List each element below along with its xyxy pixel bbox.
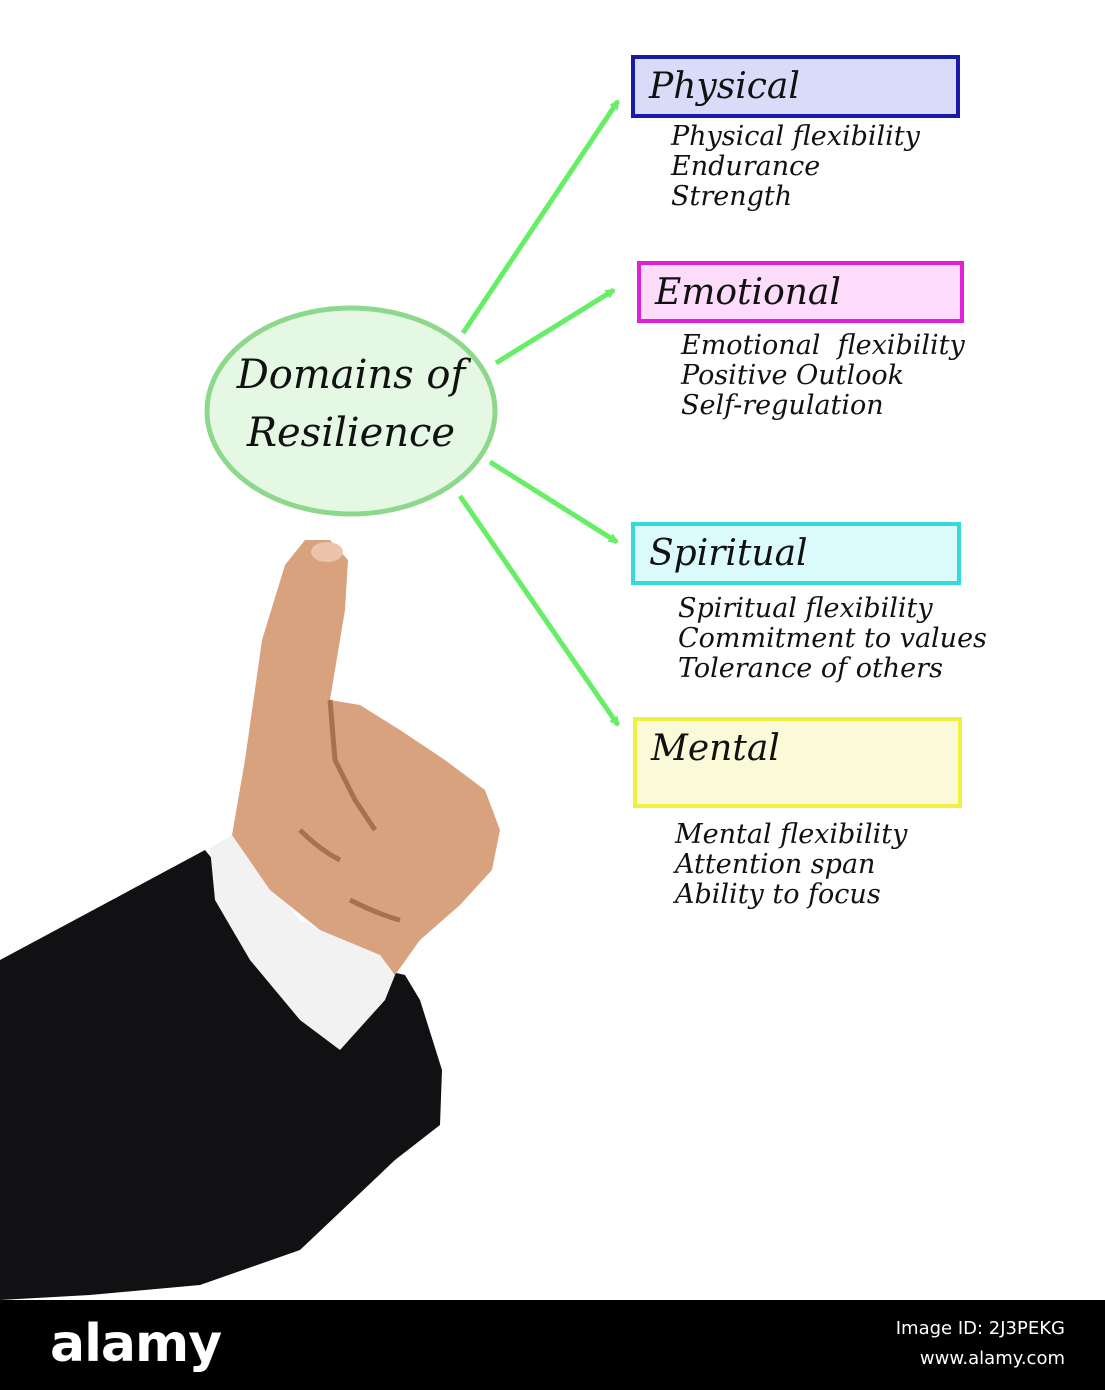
- center-ellipse: [204, 305, 498, 517]
- center-label-line2: Resilience: [246, 410, 456, 456]
- domain-items-emotional: Emotional flexibility Positive Outlook S…: [681, 331, 965, 421]
- connector-arrows: [457, 99, 621, 727]
- watermark-footer: alamy Image ID: 2J3PEKG www.alamy.com: [0, 1300, 1105, 1390]
- domain-item: Endurance: [671, 151, 821, 182]
- domain-box-emotional: Emotional: [637, 261, 964, 323]
- shirt-cuff: [210, 835, 395, 1050]
- image-id: Image ID: 2J3PEKG: [895, 1318, 1065, 1339]
- domain-item: Tolerance of others: [678, 653, 943, 684]
- domain-item: Attention span: [675, 849, 876, 880]
- arrow-to-physical: [460, 99, 621, 335]
- diagram-canvas: [0, 99, 621, 1300]
- domain-item: Strength: [671, 181, 793, 212]
- center-label-line1: Domains of: [236, 352, 466, 398]
- image-meta: Image ID: 2J3PEKG www.alamy.com: [896, 1314, 1065, 1374]
- fingernail: [311, 542, 343, 562]
- domain-title-mental: Mental: [651, 728, 780, 769]
- domain-item: Ability to focus: [675, 879, 881, 910]
- finger-shadow: [298, 699, 401, 923]
- domain-box-physical: Physical: [631, 55, 960, 118]
- domain-item: Self-regulation: [681, 390, 884, 421]
- domain-title-physical: Physical: [649, 66, 800, 107]
- domain-item: Physical flexibility: [671, 121, 920, 152]
- image-url: www.alamy.com: [919, 1348, 1065, 1369]
- domain-item: Mental flexibility: [675, 819, 908, 850]
- domain-box-mental: Mental: [633, 717, 962, 808]
- pointing-hand-illustration: [0, 540, 500, 1300]
- hand: [232, 540, 500, 975]
- domain-title-spiritual: Spiritual: [649, 533, 808, 574]
- domain-items-spiritual: Spiritual flexibility Commitment to valu…: [678, 594, 987, 684]
- arrow-to-emotional: [494, 287, 616, 366]
- domain-box-spiritual: Spiritual: [631, 522, 961, 585]
- brand-logo: alamy: [50, 1314, 222, 1374]
- domain-items-physical: Physical flexibility Endurance Strength: [671, 122, 920, 212]
- arrow-to-mental: [457, 494, 621, 727]
- domain-item: Spiritual flexibility: [678, 593, 933, 624]
- arrow-to-spiritual: [488, 459, 619, 545]
- domain-item: Commitment to values: [678, 623, 987, 654]
- domain-title-emotional: Emotional: [655, 272, 841, 313]
- domain-item: Positive Outlook: [681, 360, 905, 391]
- domain-items-mental: Mental flexibility Attention span Abilit…: [675, 820, 907, 910]
- domain-item: Emotional flexibility: [681, 330, 965, 361]
- center-label: Domains of Resilience: [206, 346, 496, 462]
